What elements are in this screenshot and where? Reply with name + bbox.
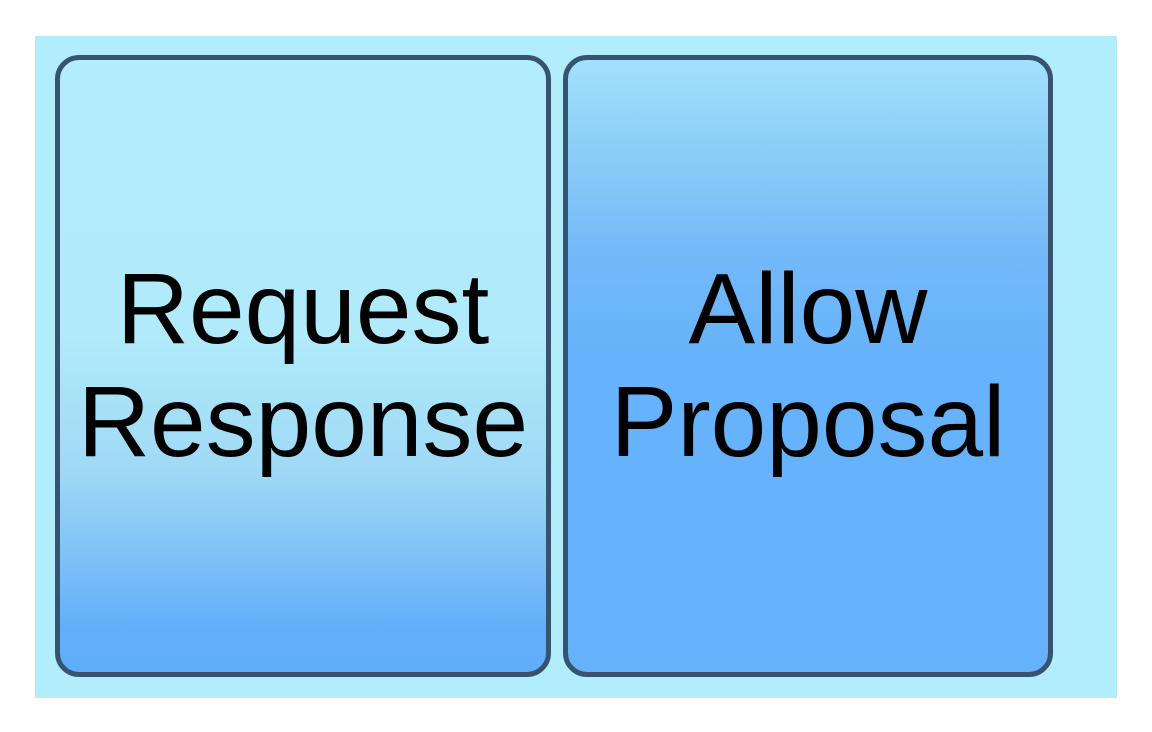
node-label-line: Proposal [610, 366, 1006, 478]
node-label-line: Request [116, 253, 490, 365]
node-label-line: Response [77, 366, 529, 478]
node-allow-proposal[interactable]: Allow Proposal [563, 55, 1053, 677]
node-label-line: Allow [688, 253, 928, 365]
diagram-panel: Request Response Allow Proposal [35, 36, 1117, 698]
node-request-response[interactable]: Request Response [55, 55, 551, 677]
